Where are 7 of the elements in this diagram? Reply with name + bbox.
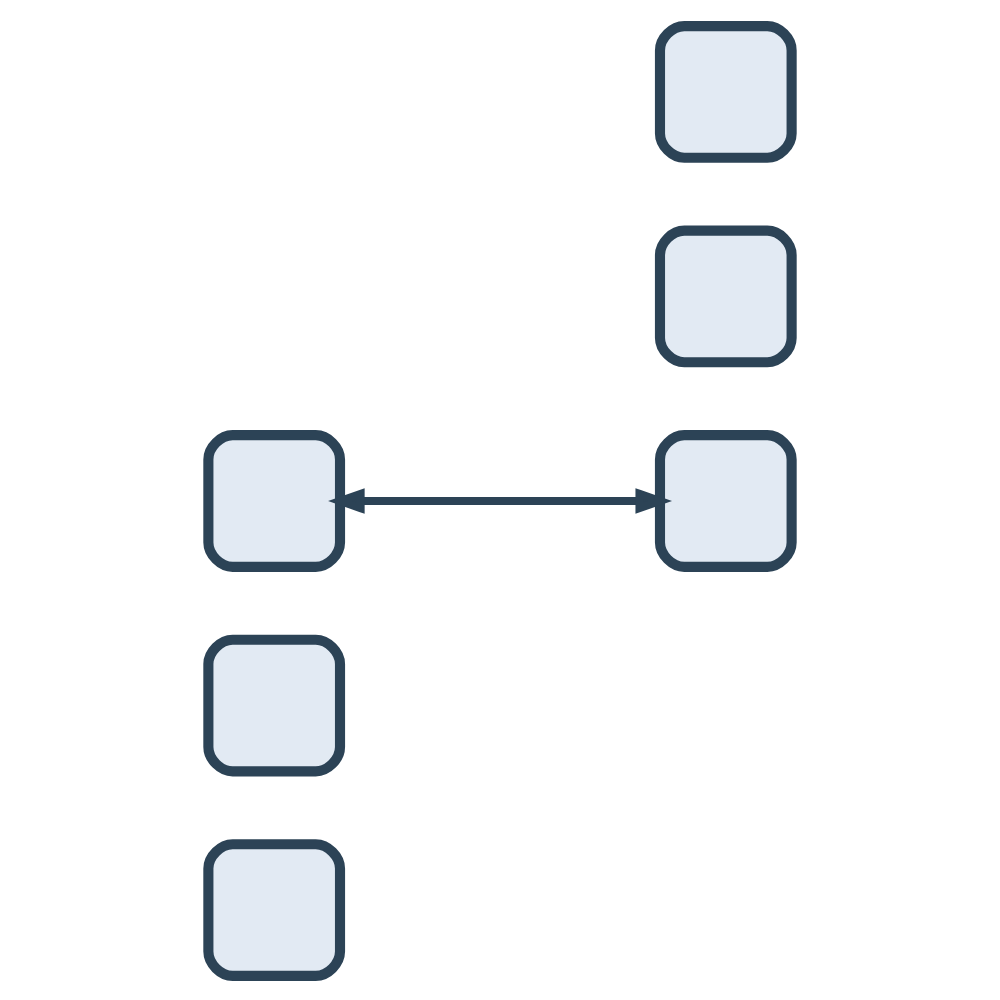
node-box: [203, 633, 346, 776]
node-box: [654, 20, 797, 162]
node-box: [654, 429, 797, 571]
node-box: [654, 224, 797, 367]
arrow: [328, 487, 672, 513]
node-box: [203, 838, 346, 980]
node-box: [203, 429, 346, 571]
